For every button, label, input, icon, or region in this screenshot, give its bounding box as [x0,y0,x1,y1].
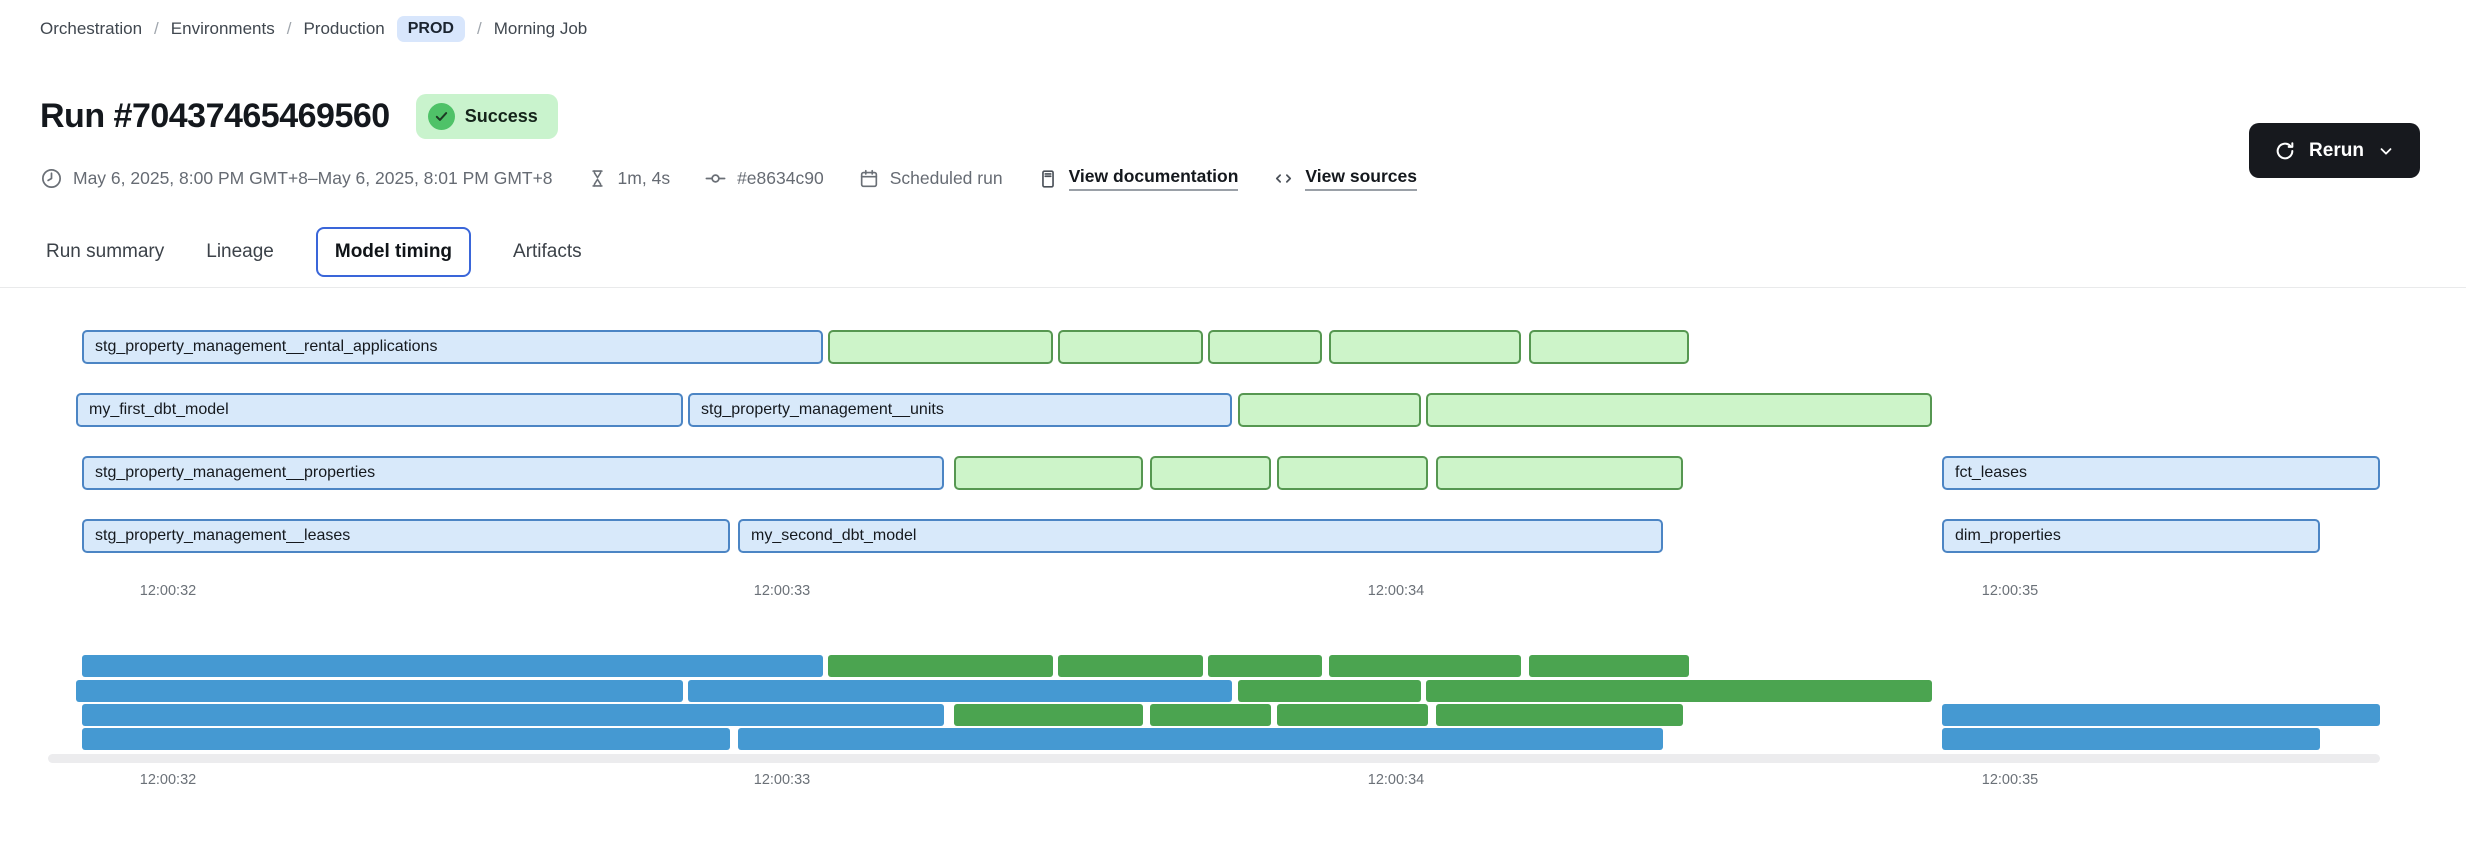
minimap-bar [1208,655,1322,677]
chevron-down-icon[interactable] [2377,142,2395,160]
meta-sources: View sources [1272,166,1417,191]
trigger-text: Scheduled run [889,168,1003,188]
minimap-bar [82,655,823,677]
tab-lineage[interactable]: Lineage [206,241,274,262]
gantt-bar-segment[interactable] [1426,393,1932,427]
tab-run-summary[interactable]: Run summary [46,241,165,262]
gantt-bar-stg_property_management__leases[interactable]: stg_property_management__leases [82,519,730,553]
hourglass-icon [591,170,603,187]
gantt-bar-segment[interactable] [1150,456,1271,490]
minimap-bar [1436,704,1683,726]
minimap-bar [1277,704,1428,726]
refresh-icon [2276,141,2294,159]
minimap-scrollbar[interactable] [48,754,2380,763]
rerun-label: Rerun [2309,139,2364,161]
minimap-bar [954,704,1143,726]
page-title: Run #70437465469560 [40,97,390,135]
meta-duration: 1m, 4s [587,168,671,189]
document-icon [1041,169,1054,188]
gantt-bar-label: stg_property_management__leases [95,527,351,544]
meta-docs: View documentation [1037,166,1239,191]
view-documentation-link[interactable]: View documentation [1068,166,1239,191]
minimap-bar [688,680,1232,702]
breadcrumb-item-environments[interactable]: Environments [170,19,275,38]
axis-tick-label: 12:00:35 [1981,772,2039,788]
gantt-bar-segment[interactable] [1436,456,1683,490]
minimap-bar [1329,655,1521,677]
gantt-bar-stg_property_management__rental_applications[interactable]: stg_property_management__rental_applicat… [82,330,823,364]
gantt-bar-label: stg_property_management__rental_applicat… [95,338,438,355]
breadcrumb-item-orchestration[interactable]: Orchestration [40,19,143,38]
gantt-bar-segment[interactable] [1238,393,1421,427]
breadcrumb-separator: / [154,19,159,38]
gantt-bar-segment[interactable] [1529,330,1689,364]
gantt-bar-segment[interactable] [954,456,1143,490]
tabs-divider [0,287,2466,288]
meta-commit: #e8634c90 [704,167,824,190]
minimap-bar [1058,655,1203,677]
gantt-bar-segment[interactable] [1208,330,1322,364]
minimap-bar [1942,728,2320,750]
axis-tick-label: 12:00:33 [753,583,811,599]
tab-model-timing[interactable]: Model timing [315,227,472,277]
commit-hash-text: #e8634c90 [737,168,824,188]
minimap-bar [1150,704,1271,726]
gantt-bar-stg_property_management__units[interactable]: stg_property_management__units [688,393,1232,427]
axis-tick-label: 12:00:32 [139,772,197,788]
breadcrumb-item-production[interactable]: Production [303,19,385,38]
gantt-bar-my_second_dbt_model[interactable]: my_second_dbt_model [738,519,1663,553]
page-header: Run #70437465469560 Success [40,94,558,139]
axis-tick-label: 12:00:35 [1981,583,2039,599]
meta-trigger: Scheduled run [858,168,1003,190]
gantt-bar-segment[interactable] [1277,456,1428,490]
minimap-bar [1942,704,2380,726]
commit-icon [705,174,726,183]
code-icon [1276,174,1292,183]
minimap-bar [1426,680,1932,702]
minimap-bar [76,680,683,702]
breadcrumb: Orchestration / Environments / Productio… [40,16,587,42]
gantt-bar-label: stg_property_management__units [701,401,944,418]
status-badge: Success [415,94,558,139]
clock-icon [42,169,61,188]
minimap-bar [738,728,1663,750]
run-meta: May 6, 2025, 8:00 PM GMT+8–May 6, 2025, … [40,166,1417,191]
rerun-button[interactable]: Rerun [2249,123,2420,178]
gantt-bar-dim_properties[interactable]: dim_properties [1942,519,2320,553]
axis-tick-label: 12:00:34 [1367,772,1425,788]
axis-tick-label: 12:00:33 [753,772,811,788]
gantt-bar-label: stg_property_management__properties [95,464,376,481]
gantt-bar-label: my_first_dbt_model [89,401,229,418]
breadcrumb-item-morning-job: Morning Job [493,19,588,38]
gantt-bar-label: fct_leases [1955,464,2028,481]
gantt-bar-segment[interactable] [1329,330,1521,364]
gantt-bar-label: my_second_dbt_model [751,527,917,544]
axis-tick-label: 12:00:32 [139,583,197,599]
run-tabs: Run summary Lineage Model timing Artifac… [46,224,582,280]
tab-artifacts[interactable]: Artifacts [513,241,582,262]
check-icon [427,103,455,130]
breadcrumb-separator: / [286,19,292,38]
gantt-bar-segment[interactable] [1058,330,1203,364]
view-sources-link[interactable]: View sources [1305,166,1417,191]
breadcrumb-separator: / [476,19,482,38]
meta-time-range: May 6, 2025, 8:00 PM GMT+8–May 6, 2025, … [40,167,553,190]
duration-text: 1m, 4s [617,168,671,188]
axis-tick-label: 12:00:34 [1367,583,1425,599]
minimap-bar [82,728,730,750]
status-label: Success [464,106,538,126]
minimap-bar [1529,655,1689,677]
minimap-bar [1238,680,1421,702]
gantt-bar-fct_leases[interactable]: fct_leases [1942,456,2380,490]
gantt-bar-stg_property_management__properties[interactable]: stg_property_management__properties [82,456,944,490]
gantt-bar-segment[interactable] [828,330,1053,364]
environment-badge: PROD [396,16,465,42]
calendar-icon [860,169,877,187]
minimap-bar [82,704,944,726]
gantt-bar-my_first_dbt_model[interactable]: my_first_dbt_model [76,393,683,427]
time-range-text: May 6, 2025, 8:00 PM GMT+8–May 6, 2025, … [73,168,553,188]
gantt-bar-label: dim_properties [1955,527,2061,544]
minimap-bar [828,655,1053,677]
